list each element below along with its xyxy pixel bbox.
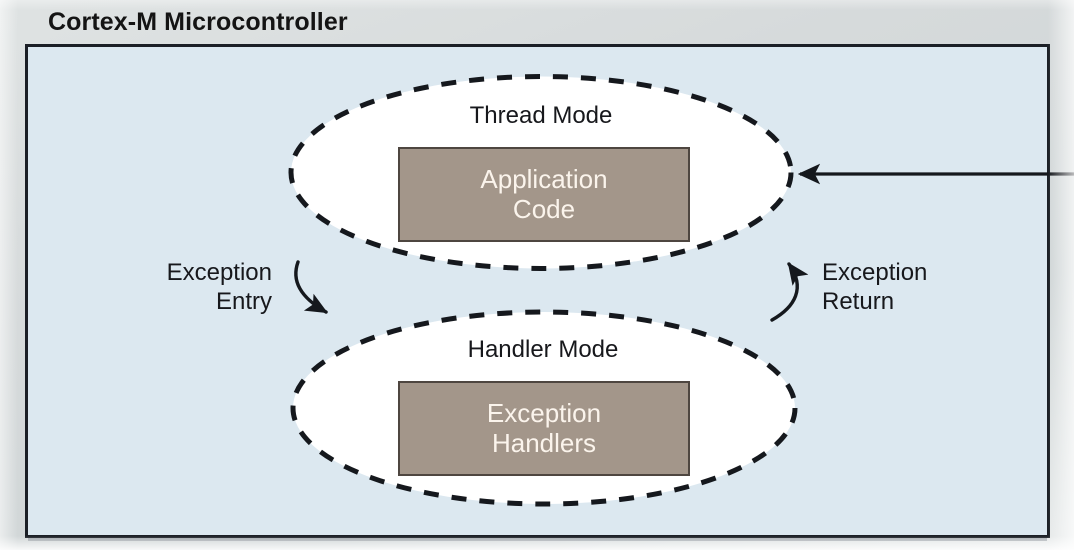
exception-entry-line-2: Entry xyxy=(215,288,272,316)
exception-handlers-box: Exception Handlers xyxy=(398,381,690,476)
exception-handlers-line-2: Handlers xyxy=(491,427,597,458)
thread-mode-label: Thread Mode xyxy=(469,102,613,129)
application-code-line-1: Application xyxy=(480,164,608,195)
exception-return-line-2: Return xyxy=(822,288,895,316)
handler-mode-label: Handler Mode xyxy=(467,336,619,363)
exception-handlers-line-1: Exception xyxy=(486,398,602,429)
page-title: Cortex-M Microcontroller xyxy=(48,8,348,36)
exception-return-label: Exception Return xyxy=(822,258,992,317)
application-code-line-2: Code xyxy=(512,193,576,224)
exception-return-line-1: Exception xyxy=(822,259,928,286)
exception-entry-label: Exception Entry xyxy=(124,258,272,317)
exception-entry-line-1: Exception xyxy=(166,259,272,286)
application-code-box: Application Code xyxy=(398,147,690,242)
